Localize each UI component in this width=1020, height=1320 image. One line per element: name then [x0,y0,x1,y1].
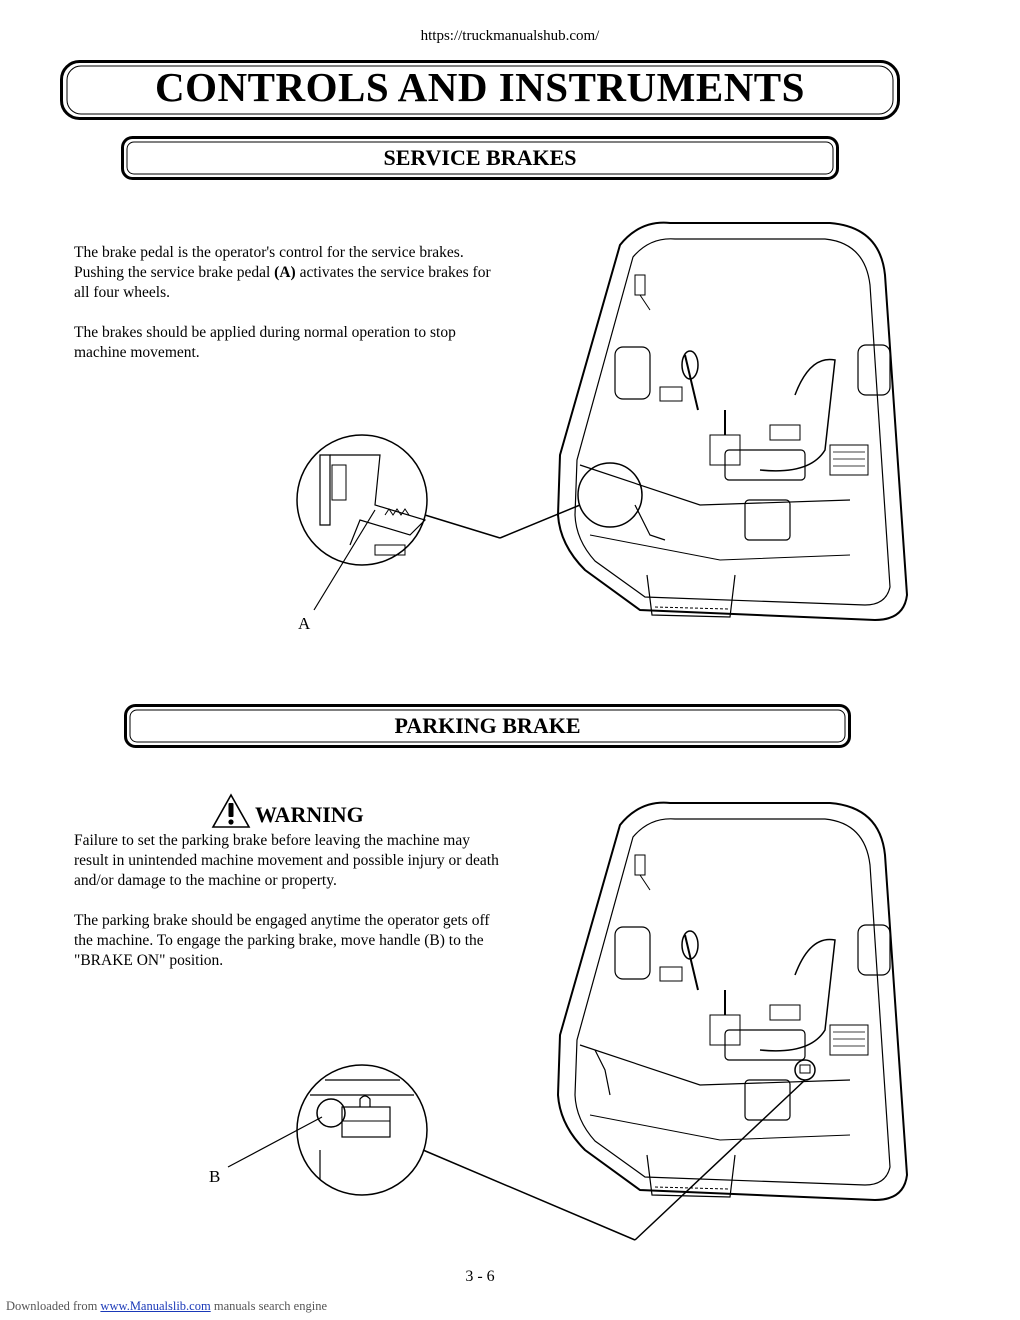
header-url: https://truckmanualshub.com/ [420,28,600,44]
callout-label-a: A [298,614,311,633]
warning-text: Failure to set the parking brake before … [74,832,499,889]
cab-illustration-service [296,221,909,622]
warning-triangle-icon [211,793,251,828]
warning-title: WARNING [255,802,364,827]
service-brakes-para2: The brakes should be applied during norm… [74,324,456,361]
parking-brake-heading: PARKING BRAKE [394,713,581,738]
service-brakes-para1: The brake pedal is the operator's contro… [74,244,491,301]
parking-brake-frame [124,704,851,748]
cab-illustration-parking [227,801,909,1241]
page-number: 3 - 6 [465,1268,495,1285]
service-brakes-heading: SERVICE BRAKES [383,145,577,170]
service-brakes-frame [121,136,839,180]
footer: Downloaded from www.Manualslib.com manua… [6,1299,327,1313]
callout-label-b: B [209,1167,221,1186]
title-frame [60,60,900,120]
page-title: CONTROLS AND INSTRUMENTS [155,64,805,110]
service-brakes-text: The brake pedal is the operator's contro… [74,243,504,383]
parking-brake-para: The parking brake should be engaged anyt… [74,912,490,969]
manualslib-link[interactable]: www.Manualslib.com [100,1299,211,1313]
parking-brake-text: Failure to set the parking brake before … [74,831,504,991]
